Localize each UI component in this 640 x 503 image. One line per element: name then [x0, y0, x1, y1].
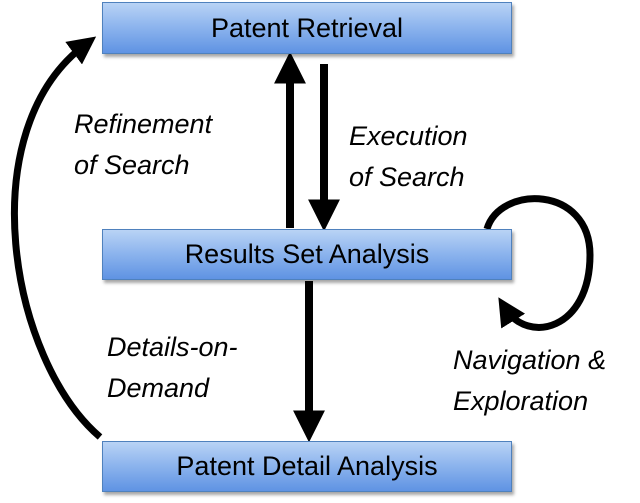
return-to-retrieval-arrow [10, 36, 103, 440]
patent-retrieval-label: Patent Retrieval [210, 12, 404, 43]
refinement-of-search-label: Refinement of Search [74, 104, 212, 186]
details-line1: Details-on- [107, 332, 238, 362]
refinement-line2: of Search [74, 150, 190, 180]
execution-of-search-label: Execution of Search [349, 116, 468, 198]
results-set-analysis-box: Results Set Analysis [102, 229, 512, 280]
patent-detail-analysis-label: Patent Detail Analysis [176, 451, 438, 481]
navigation-line1: Navigation & [453, 345, 607, 375]
results-set-analysis-label: Results Set Analysis [184, 239, 430, 269]
details-line2: Demand [107, 373, 210, 403]
navigation-exploration-label: Navigation & Exploration [453, 340, 606, 422]
patent-retrieval-box: Patent Retrieval [102, 2, 512, 54]
navigation-line2: Exploration [453, 386, 589, 416]
execution-line2: of Search [349, 162, 465, 192]
navigation-loop-arrow [483, 195, 594, 331]
patent-detail-analysis-box: Patent Detail Analysis [102, 441, 512, 492]
execution-line1: Execution [349, 121, 468, 151]
details-on-demand-label: Details-on- Demand [107, 327, 238, 409]
refinement-line1: Refinement [74, 109, 213, 139]
